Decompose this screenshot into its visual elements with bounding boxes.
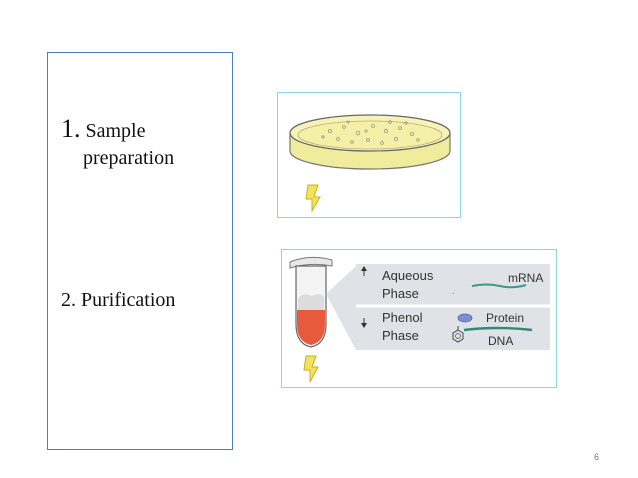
steps-box: 1. Sample preparation 2. Purification — [47, 52, 233, 450]
dna-strand — [463, 326, 533, 332]
petri-dish-figure — [277, 92, 461, 218]
step1-line2: preparation — [83, 146, 175, 169]
mrna-label: mRNA — [508, 271, 543, 285]
step-purification: 2. Purification — [61, 289, 176, 311]
phenol-extraction-diagram: Aqueous Phase Phenol Phase mRNA ˑ Protei… — [289, 256, 550, 383]
down-arrow-icon — [303, 355, 319, 383]
petri-dish-illustration — [289, 114, 451, 213]
protein-shape — [457, 313, 473, 323]
dna-label: DNA — [488, 334, 513, 348]
phenol-line2: Phase — [382, 328, 419, 343]
phenol-line1: Phenol — [382, 310, 423, 325]
aqueous-line1: Aqueous — [382, 268, 434, 283]
phenol-extraction-figure: Aqueous Phase Phenol Phase mRNA ˑ Protei… — [281, 249, 557, 388]
page-number: 6 — [594, 452, 600, 462]
protein-label: Protein — [486, 311, 524, 325]
mrna-strand — [471, 283, 527, 289]
step1-number: 1. — [61, 114, 81, 143]
aqueous-line2: Phase — [382, 286, 419, 301]
step-sample-preparation: 1. Sample preparation — [61, 113, 174, 171]
phenol-ring-icon — [452, 329, 464, 343]
svg-text:ˑ: ˑ — [452, 290, 455, 300]
step1-line1: Sample — [85, 120, 146, 142]
